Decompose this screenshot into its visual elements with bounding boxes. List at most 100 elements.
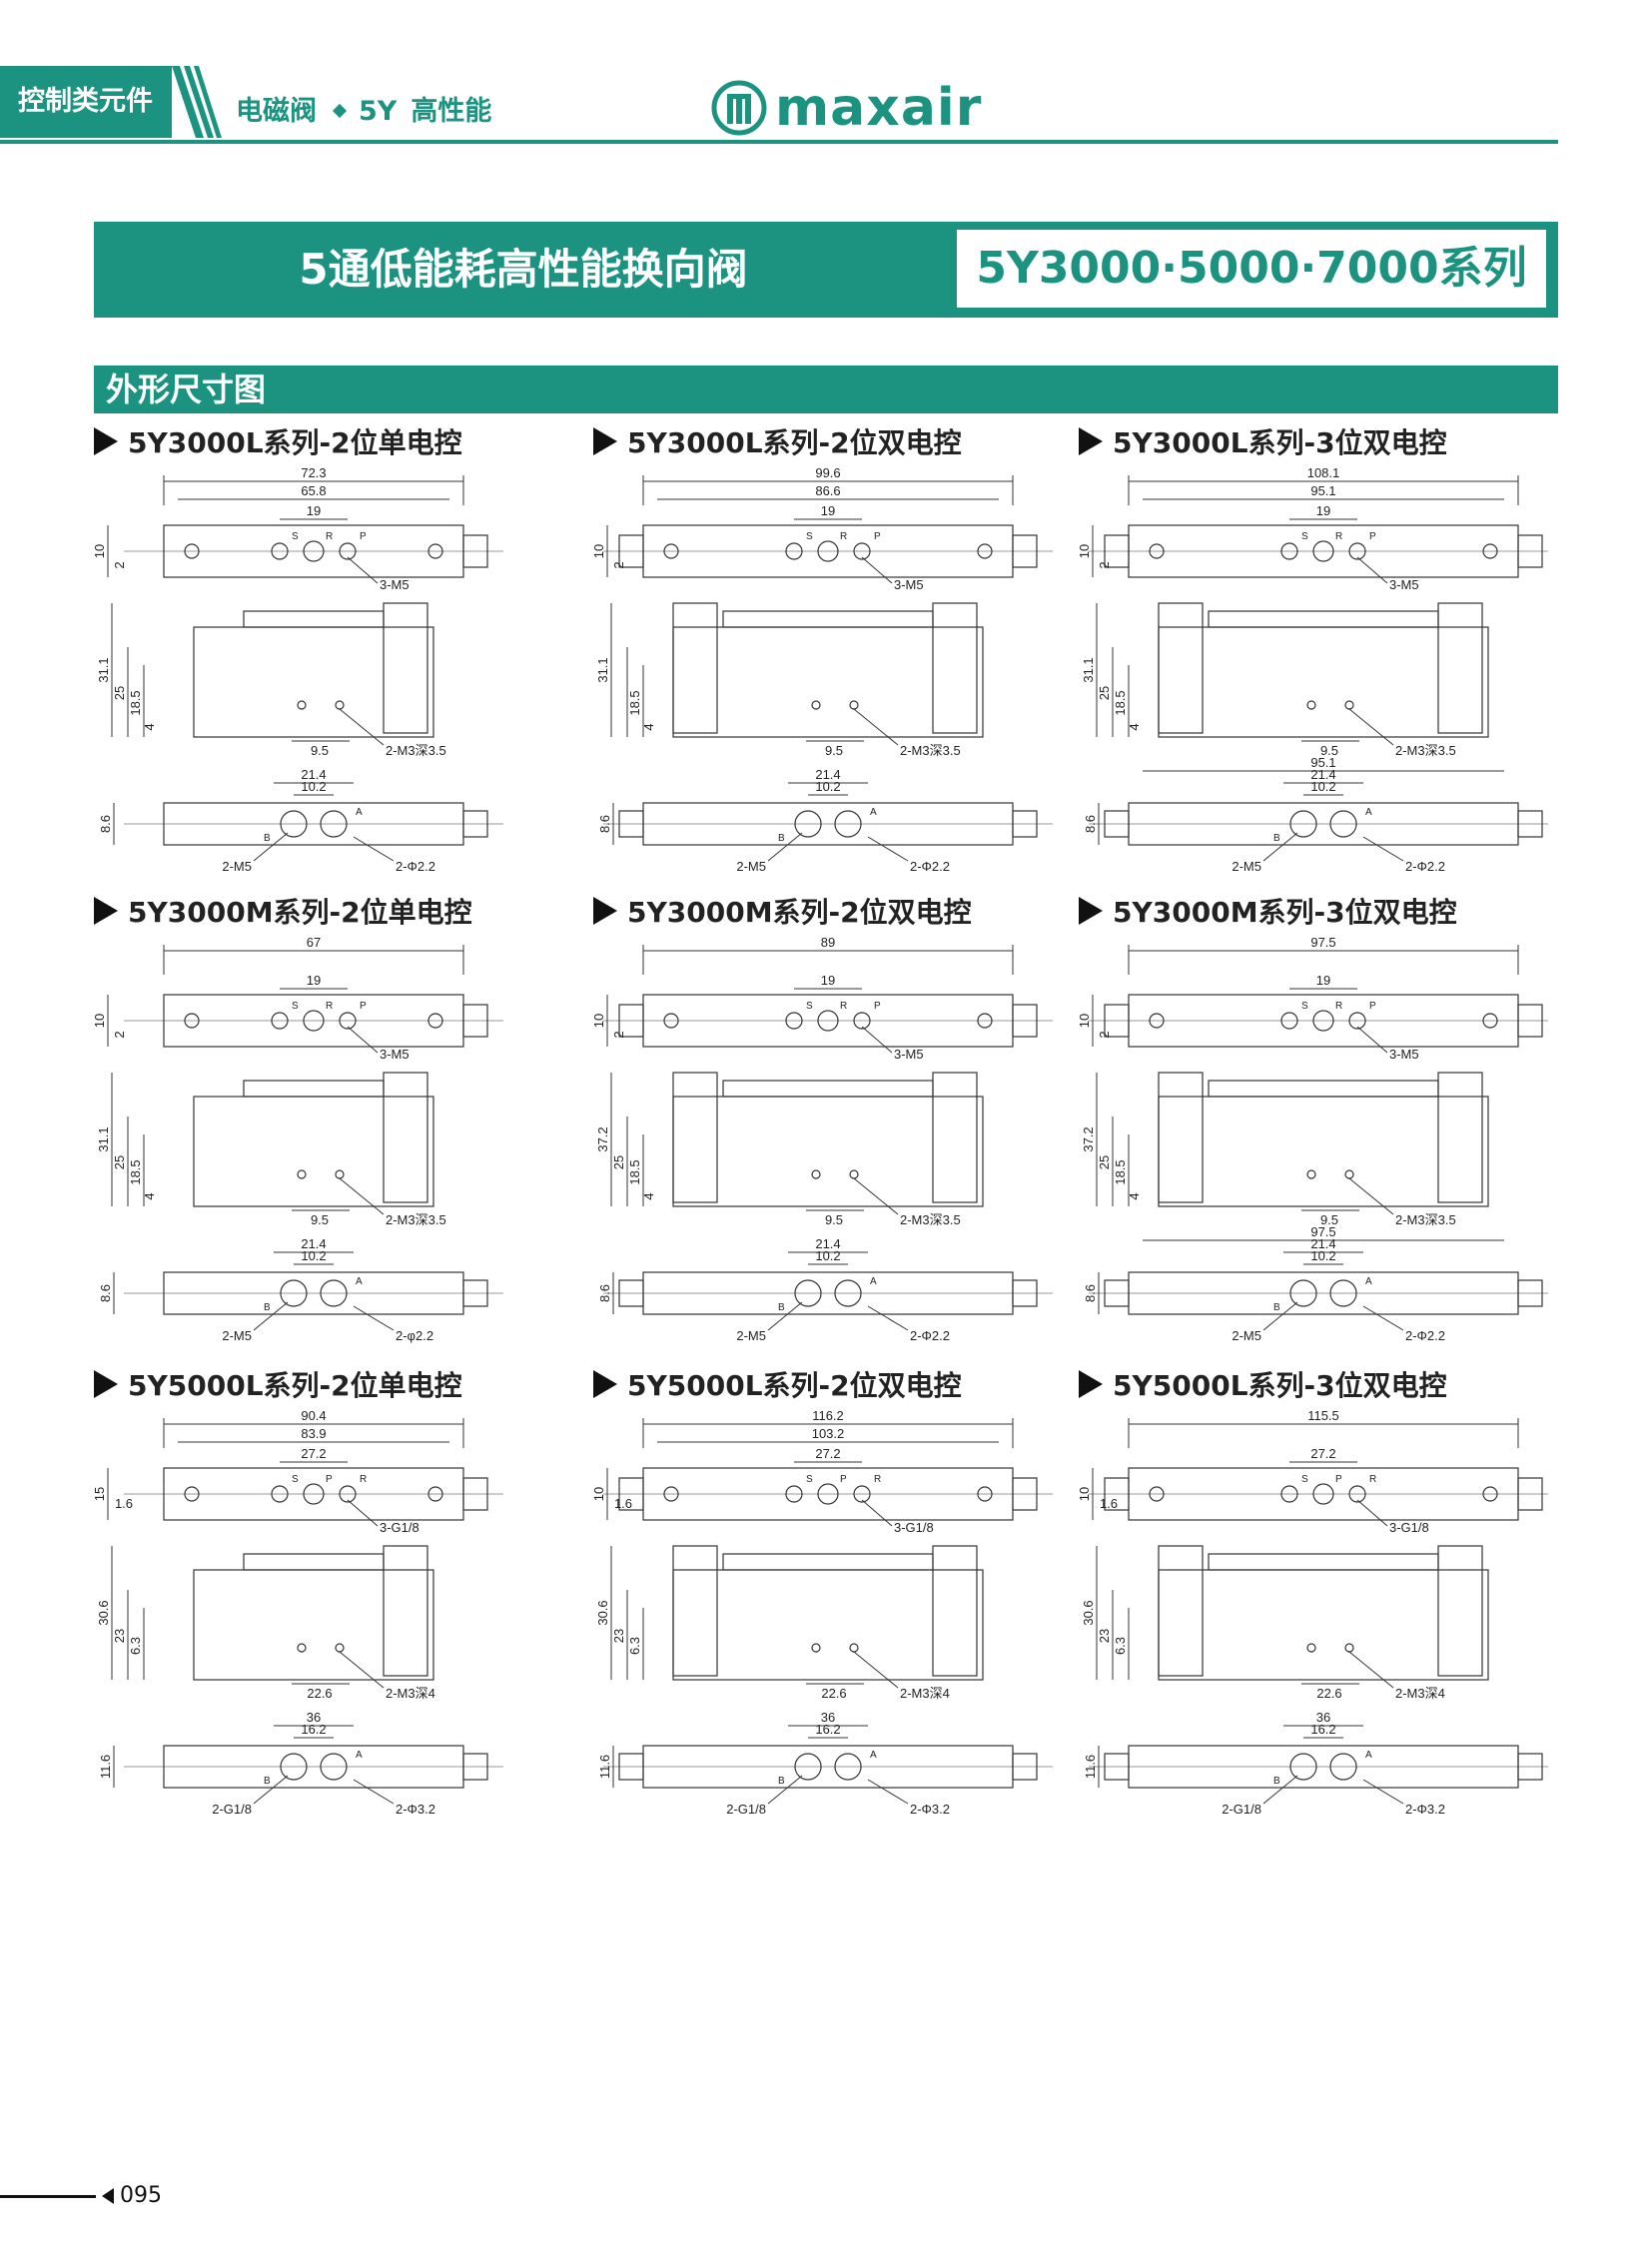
leader-line xyxy=(347,1499,379,1527)
port-letter: R xyxy=(360,1474,367,1485)
dim-port-span: 21.4 xyxy=(301,767,326,782)
leader-line xyxy=(339,708,385,746)
dim-body-width: 95.1 xyxy=(1310,483,1335,498)
dim-port-span: 21.4 xyxy=(1310,767,1335,782)
port-circle xyxy=(817,1483,839,1505)
port-letter: B xyxy=(778,1302,785,1313)
solenoid-coil-right xyxy=(383,602,428,734)
dim-port-pitch: 19 xyxy=(307,503,321,518)
mount-hole xyxy=(1149,1013,1165,1029)
mount-hole xyxy=(1344,700,1354,710)
callout-ab-ports: 2-G1/8 xyxy=(1222,1802,1261,1817)
drawing-title-text: 5Y3000M系列-3位双电控 xyxy=(1113,896,1457,929)
port-circle xyxy=(1348,1485,1366,1503)
leader-line xyxy=(767,1775,803,1805)
port-letter: B xyxy=(778,833,785,844)
dim-port-height: 6.3 xyxy=(627,1637,642,1655)
port-circle xyxy=(1280,542,1298,560)
port-circle xyxy=(785,542,803,560)
dim-base-offset: 4 xyxy=(142,723,157,730)
port-circle xyxy=(1348,1012,1366,1030)
mount-hole xyxy=(849,700,859,710)
dim-body-height: 25 xyxy=(112,686,127,700)
dim-offset: 2 xyxy=(611,1031,626,1038)
port-b-circle xyxy=(834,1753,862,1781)
dim-total-height: 31.1 xyxy=(1081,657,1096,682)
port-letter: S xyxy=(806,1001,813,1012)
breadcrumb-sub: 高性能 xyxy=(411,96,492,127)
dim-port-height: 18.5 xyxy=(1113,690,1128,715)
mount-hole xyxy=(977,543,993,559)
port-letter: A xyxy=(870,807,877,818)
mount-hole xyxy=(663,1013,679,1029)
callout-ports: 3-G1/8 xyxy=(894,1520,934,1535)
dim-height: 10 xyxy=(1079,1487,1092,1501)
port-b-circle xyxy=(1329,810,1357,838)
solenoid-coil-right xyxy=(932,1072,978,1203)
dim-bottom-height: 8.6 xyxy=(98,815,113,833)
mount-hole xyxy=(1306,1169,1316,1179)
drawing-title: 5Y3000L系列-2位双电控 xyxy=(593,421,962,461)
dim-port-span: 21.4 xyxy=(301,1236,326,1251)
dim-offset: 1.6 xyxy=(614,1496,632,1511)
dim-offset: 2 xyxy=(1097,1031,1112,1038)
drawing-title: 5Y3000M系列-3位双电控 xyxy=(1079,891,1457,931)
dim-offset: 1.6 xyxy=(1100,1496,1118,1511)
solenoid-coil-left xyxy=(1158,602,1204,734)
callout-holes: 2-M3深3.5 xyxy=(1395,743,1456,758)
port-circle xyxy=(853,1485,871,1503)
mount-hole xyxy=(297,1643,307,1653)
leader-line xyxy=(1262,1301,1298,1331)
dim-base-offset: 4 xyxy=(641,723,656,730)
port-a-circle xyxy=(794,1753,822,1781)
drawing-title: 5Y5000L系列-3位双电控 xyxy=(1079,1364,1447,1404)
drawing-title-text: 5Y3000M系列-2位双电控 xyxy=(627,896,972,929)
dim-offset: 2 xyxy=(1097,561,1112,568)
leader-line xyxy=(347,556,379,584)
triangle-bullet-icon xyxy=(94,897,118,925)
drawing-title-text: 5Y5000L系列-2位双电控 xyxy=(627,1369,962,1402)
dim-hole-pitch: 9.5 xyxy=(825,1212,843,1227)
triangle-bullet-icon xyxy=(593,897,617,925)
dim-overall-width: 115.5 xyxy=(1307,1408,1339,1423)
mount-hole xyxy=(184,1013,200,1029)
port-letter: A xyxy=(356,1750,363,1761)
callout-ports: 3-G1/8 xyxy=(380,1520,419,1535)
leader-line xyxy=(861,556,893,584)
dim-bottom-height: 8.6 xyxy=(1083,1284,1098,1302)
port-circle xyxy=(1312,1010,1334,1032)
dim-body-height: 25 xyxy=(611,1155,626,1169)
dim-bottom-height: 8.6 xyxy=(1083,815,1098,833)
callout-holes: 2-M3深4 xyxy=(900,1686,950,1701)
dim-overall-width: 108.1 xyxy=(1307,465,1340,480)
port-circle xyxy=(1280,1485,1298,1503)
callout-pin-holes: 2-Φ3.2 xyxy=(910,1802,950,1817)
port-circle xyxy=(339,1485,357,1503)
port-letter: R xyxy=(326,531,333,542)
mount-hole xyxy=(1149,543,1165,559)
dim-body-width: 83.9 xyxy=(301,1426,326,1441)
category-label: 控制类元件 xyxy=(18,86,153,117)
leader-line xyxy=(1362,1305,1404,1331)
port-letter: A xyxy=(870,1276,877,1287)
dim-port-pitch: 10.2 xyxy=(815,1248,840,1263)
side-view-cap xyxy=(243,610,385,628)
dim-bottom-width: 95.1 xyxy=(1310,755,1335,770)
dim-port-height: 18.5 xyxy=(128,690,143,715)
callout-holes: 2-M3深4 xyxy=(386,1686,435,1701)
dim-overall-width: 67 xyxy=(307,935,321,950)
leader-line xyxy=(1356,1499,1388,1527)
drawing-title-text: 5Y3000L系列-2位单电控 xyxy=(128,426,462,459)
port-letter: B xyxy=(1273,1776,1280,1787)
dim-port-height: 18.5 xyxy=(1113,1159,1128,1184)
leader-line xyxy=(767,1301,803,1331)
dim-total-height: 31.1 xyxy=(96,657,111,682)
port-letter: A xyxy=(356,1276,363,1287)
mount-hole xyxy=(184,1486,200,1502)
